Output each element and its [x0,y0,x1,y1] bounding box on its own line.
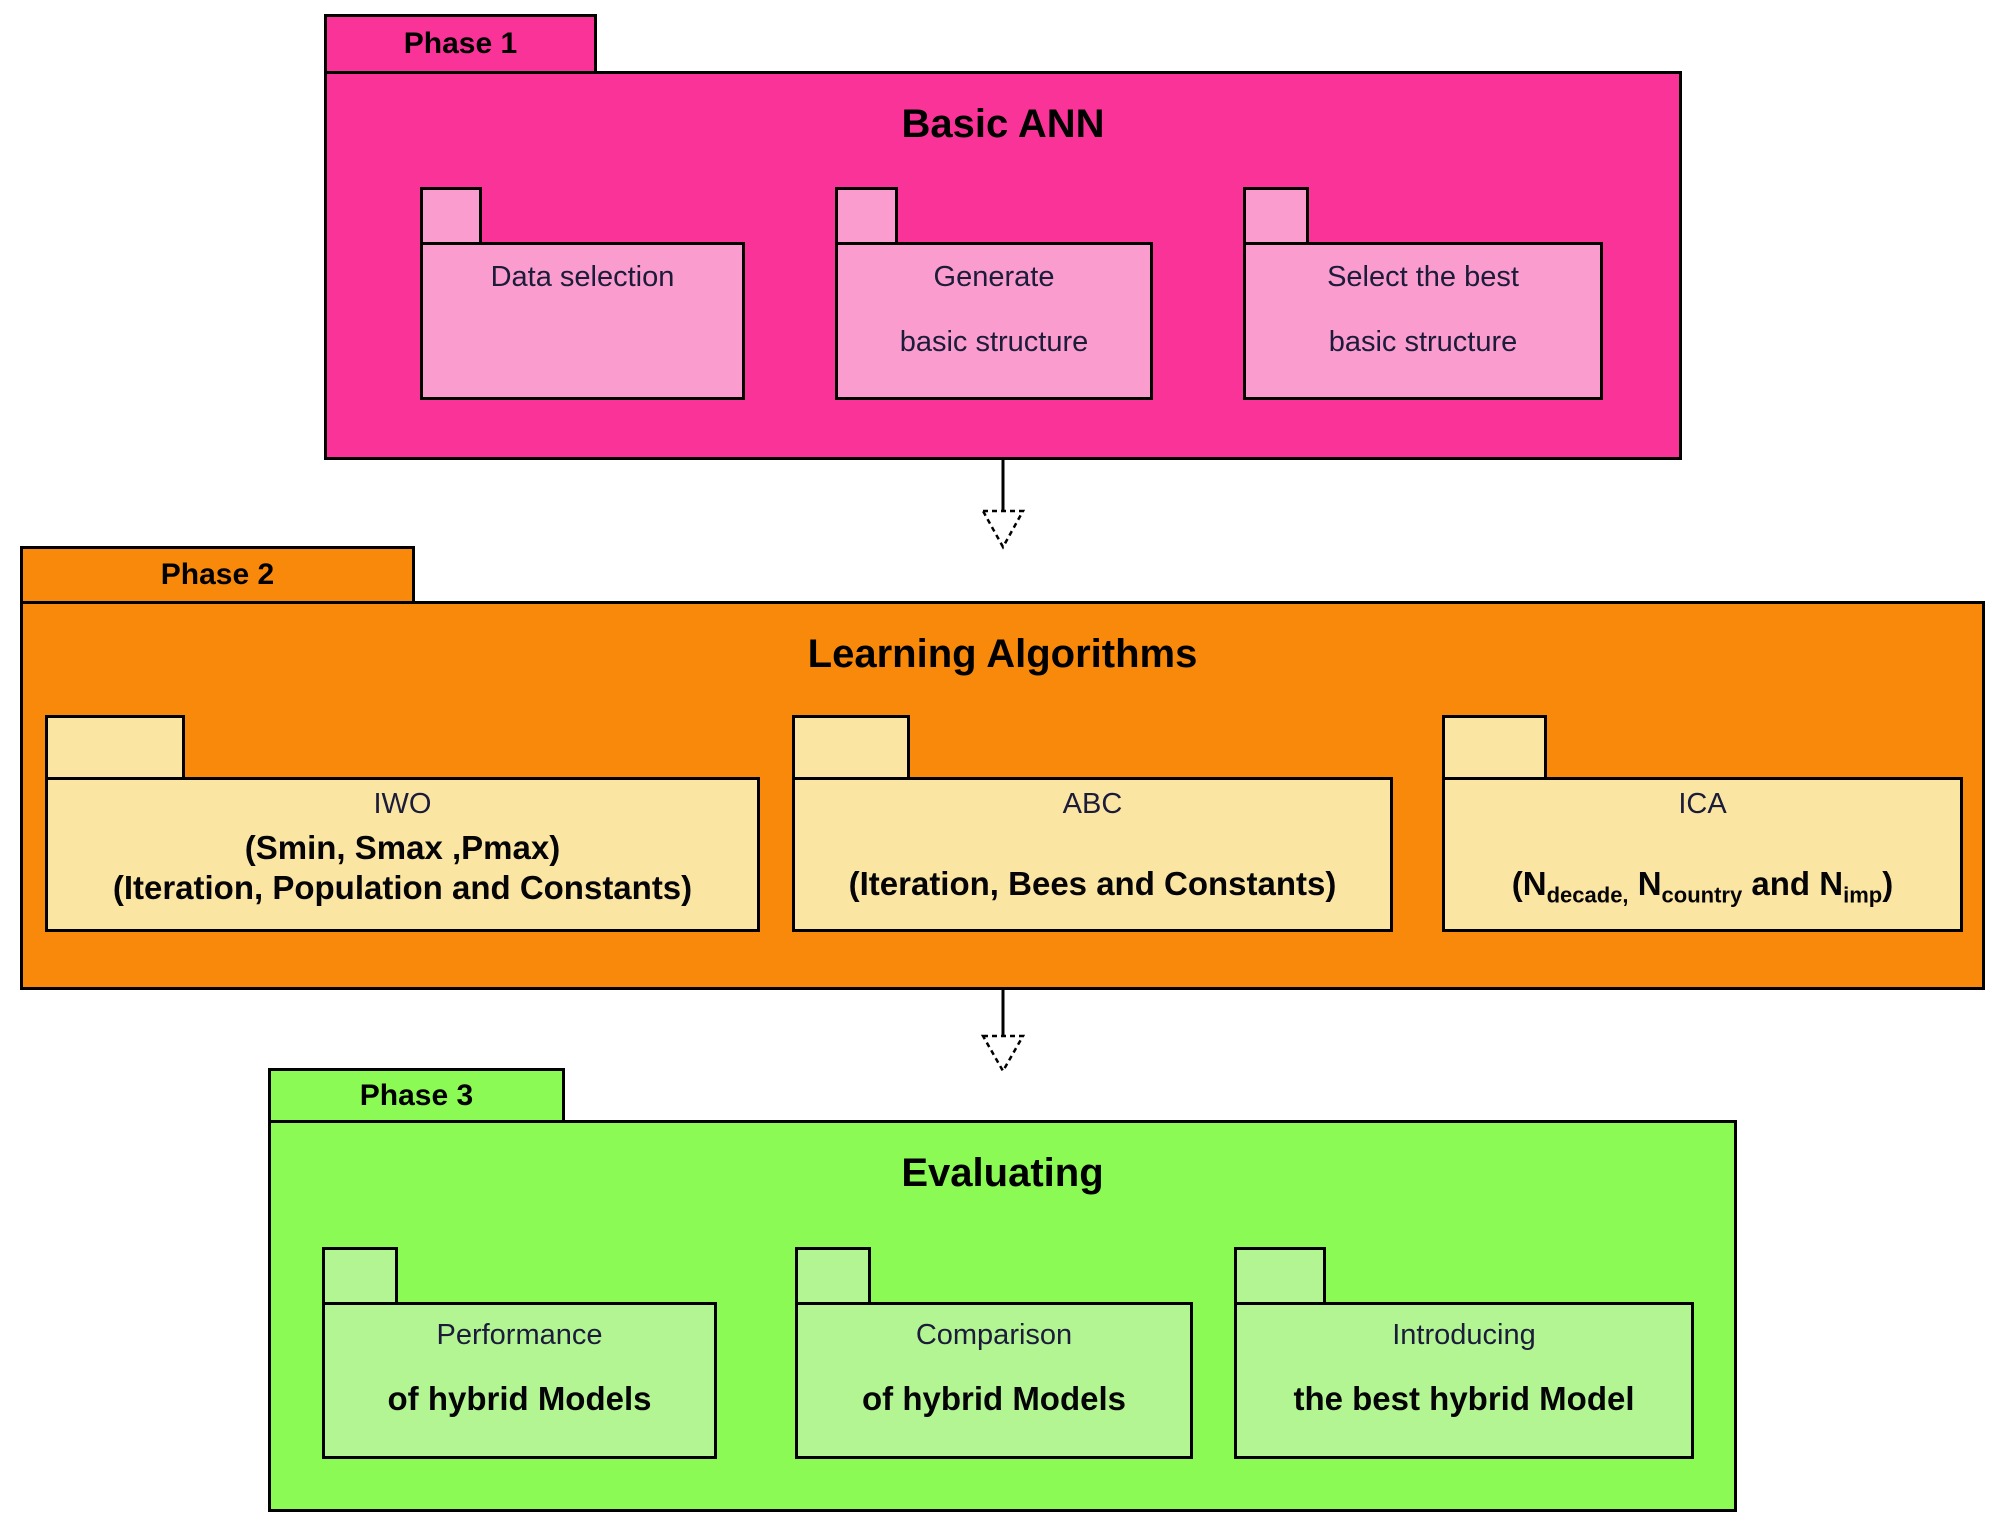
subpackage-label: basic structure [899,326,1089,358]
phase3-subpackage-2-tab [795,1247,871,1302]
phase1-subpackage-3-tab [1243,187,1309,242]
subpackage-label: IWO [373,788,432,820]
phase1-tab-label: Phase 1 [403,27,518,60]
phase2-subpackage-iwo: IWO (Smin, Smax ,Pmax) (Iteration, Popul… [45,777,760,932]
phase3-subpackage-1: Performance of hybrid Models [322,1302,717,1459]
phase2-subpackage-iwo-tab [45,715,185,777]
phase1-subpackage-2-tab [835,187,898,242]
subpackage-label-bold: the best hybrid Model [1293,1380,1635,1417]
subpackage-label: Performance [436,1319,603,1351]
subpackage-parameters: (Ndecade, Ncountry and Nimp) [1511,865,1894,908]
phase2-tab-label: Phase 2 [160,558,275,591]
subpackage-parameters: (Iteration, Bees and Constants) [848,865,1337,902]
phase1-subpackage-1-tab [420,187,482,242]
phase3-tab-label: Phase 3 [359,1078,474,1112]
phase1-tab: Phase 1 [324,14,597,71]
phase2-subpackage-ica-tab [1442,715,1547,777]
subpackage-label: basic structure [1328,326,1518,358]
phase2-tab: Phase 2 [20,546,415,601]
arrow-phase2-to-phase3-icon [981,990,1025,1074]
subpackage-label: Data selection [490,261,675,293]
phase2-subpackage-abc: ABC (Iteration, Bees and Constants) [792,777,1393,932]
subpackage-label: Introducing [1392,1319,1536,1351]
subpackage-label-bold: of hybrid Models [862,1380,1126,1417]
phase3-subpackage-3: Introducing the best hybrid Model [1234,1302,1694,1459]
phase1-subpackage-1: Data selection [420,242,745,400]
subpackage-label: Select the best [1327,261,1519,293]
phase2-title: Learning Algorithms [807,632,1198,676]
phase1-subpackage-2: Generate basic structure [835,242,1153,400]
subpackage-label: ABC [1062,788,1123,820]
subpackage-label-bold: of hybrid Models [387,1380,652,1417]
subpackage-parameters: (Iteration, Population and Constants) [112,869,693,906]
phase3-subpackage-1-tab [322,1247,398,1302]
arrow-phase1-to-phase2-icon [981,460,1025,550]
phase3-title: Evaluating [901,1151,1104,1195]
phase2-subpackage-ica: ICA (Ndecade, Ncountry and Nimp) [1442,777,1963,932]
phase2-subpackage-abc-tab [792,715,910,777]
subpackage-label: ICA [1678,788,1727,820]
subpackage-label: Generate [933,261,1055,293]
subpackage-parameters: (Smin, Smax ,Pmax) [244,829,561,866]
subpackage-label: Comparison [915,1319,1073,1351]
phase1-title: Basic ANN [901,102,1105,146]
phase1-subpackage-3: Select the best basic structure [1243,242,1603,400]
phase3-subpackage-2: Comparison of hybrid Models [795,1302,1193,1459]
phase3-subpackage-3-tab [1234,1247,1326,1302]
phase3-tab: Phase 3 [268,1068,565,1120]
